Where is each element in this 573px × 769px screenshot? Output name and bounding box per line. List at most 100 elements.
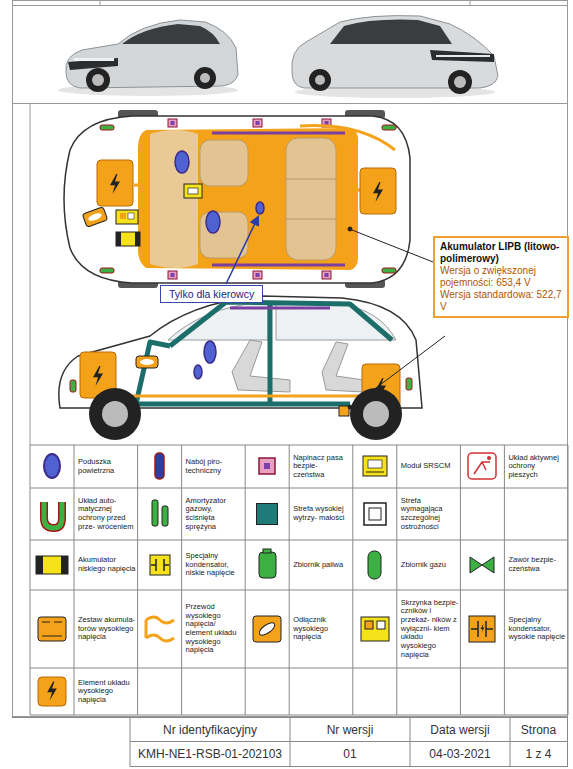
car-side-view xyxy=(350,388,402,440)
legend-cell: Odłącznik wysokiego napięcia xyxy=(289,590,353,668)
legend-grid xyxy=(352,445,353,715)
legend-text: Odłącznik wysokiego napięcia xyxy=(293,616,351,642)
leader-arrow xyxy=(226,217,258,284)
legend-icon xyxy=(152,500,158,526)
car-side-view xyxy=(89,388,141,440)
box-text: Wersja standardowa: 522,7 V xyxy=(440,289,562,313)
car-side-view xyxy=(406,378,412,390)
footer-table xyxy=(130,741,568,742)
car-top-view xyxy=(97,160,133,206)
car-photo-front xyxy=(92,74,104,86)
legend-cell: Przewód wysokiego napięcia/ element ukła… xyxy=(182,590,246,668)
car-top-view xyxy=(200,212,248,258)
car-top-view xyxy=(360,168,396,214)
legend-grid xyxy=(396,445,397,715)
legend-icon xyxy=(368,551,381,579)
legend-text: Strefa wymagająca szczególnej ostrożnośc… xyxy=(401,497,459,532)
legend-icon xyxy=(151,559,169,571)
legend-text: Przewód wysokiego napięcia/ element ukła… xyxy=(186,603,244,655)
legend-icon xyxy=(47,681,57,700)
callout-box: Akumulator LIPB (litowo-polimerowy) Wersj… xyxy=(433,236,569,318)
frame xyxy=(470,0,471,5)
box-heading: Akumulator LIPB (litowo-polimerowy) xyxy=(440,241,562,265)
car-photo-front xyxy=(86,68,110,92)
legend-text: Zawór bezpie- czeństwa xyxy=(508,556,566,573)
car-photo-rear xyxy=(448,70,472,94)
car-top-view xyxy=(168,119,177,127)
legend-icon xyxy=(44,502,62,528)
car-top-view xyxy=(135,232,140,246)
leader-line xyxy=(348,405,352,409)
car-photo-rear xyxy=(330,20,452,44)
frame xyxy=(13,1,568,717)
legend-cell: Amortyzator gazowy, ściśnięta sprężyna xyxy=(182,488,246,540)
car-top-view xyxy=(82,207,107,228)
legend-text: Specjalny kondensator, wysokie napięcie xyxy=(508,616,566,642)
legend-grid xyxy=(30,715,568,716)
legend-text: Specjalny kondensator, niskie napięcie xyxy=(186,552,244,578)
leader-line xyxy=(348,227,352,231)
legend-cell: Zawór bezpie- czeństwa xyxy=(504,540,568,590)
car-photo-front xyxy=(200,73,210,83)
legend-text: Amortyzator gazowy, ściśnięta sprężyna xyxy=(186,497,244,532)
car-photo-front xyxy=(122,24,220,44)
legend-cell: Moduł SRSCM xyxy=(397,445,461,488)
legend-icon xyxy=(481,625,485,633)
legend-text: Układ auto- matycznej ochrony przed prze… xyxy=(78,497,136,532)
car-top-view xyxy=(87,212,102,222)
legend-text: Poduszka powietrzna xyxy=(78,458,136,475)
car-top-view xyxy=(171,273,175,277)
legend-text: Akumulator niskiego napięcia xyxy=(78,556,136,573)
legend-icon xyxy=(368,460,382,468)
car-top-view xyxy=(286,179,336,180)
car-photo-front xyxy=(58,20,238,96)
car-top-view xyxy=(168,271,177,279)
legend-text: Strefa wysokiej wytrzy- małości xyxy=(293,505,351,522)
frame xyxy=(12,103,568,104)
car-side-view xyxy=(322,342,364,392)
car-top-view xyxy=(64,110,410,288)
car-top-view xyxy=(212,132,345,135)
legend-icon xyxy=(487,456,491,460)
car-side-view xyxy=(204,341,216,363)
legend-cell: Element układu wysokiego napięcia xyxy=(74,668,138,715)
box-heading: Tylko dla kierowcy xyxy=(169,288,254,300)
car-top-view xyxy=(100,125,396,273)
car-photo-rear xyxy=(315,75,325,85)
table-header: Nr identyfikacyjny xyxy=(130,718,290,741)
car-top-view xyxy=(286,219,336,220)
car-top-view xyxy=(116,210,138,224)
leader-line xyxy=(352,230,433,262)
frame xyxy=(30,103,31,445)
table-header: Strona xyxy=(510,718,567,741)
legend-icon xyxy=(61,556,68,574)
legend-icon xyxy=(38,617,66,641)
legend-grid xyxy=(30,668,568,669)
car-side-view xyxy=(194,365,202,379)
car-top-view xyxy=(256,273,260,277)
footer-table xyxy=(510,717,511,767)
car-photo-rear xyxy=(292,16,498,98)
legend-icon xyxy=(363,456,387,476)
car-top-view xyxy=(286,138,336,260)
legend-icon xyxy=(162,506,168,526)
legend-cell: Strefa wysokiej wytrzy- małości xyxy=(289,488,353,540)
legend-grid xyxy=(245,445,246,715)
car-top-view xyxy=(373,182,383,202)
legend-cell: Nabój piro- techniczny xyxy=(182,445,246,488)
car-side-view xyxy=(232,340,290,392)
car-side-view xyxy=(339,406,349,416)
car-photo-rear xyxy=(309,69,331,91)
legend-icon xyxy=(155,453,164,479)
legend-icon xyxy=(471,621,493,637)
car-top-view xyxy=(116,232,140,246)
leader-line xyxy=(352,336,445,406)
legend-icon xyxy=(44,502,62,528)
legend-icon xyxy=(253,616,281,642)
legend-grid xyxy=(568,445,569,715)
legend-text: Napinacz pasa bezpie- czeństwa xyxy=(293,454,351,480)
legend-cell: Specjalny kondensator, niskie napięcie xyxy=(182,540,246,590)
footer-table xyxy=(290,717,291,767)
